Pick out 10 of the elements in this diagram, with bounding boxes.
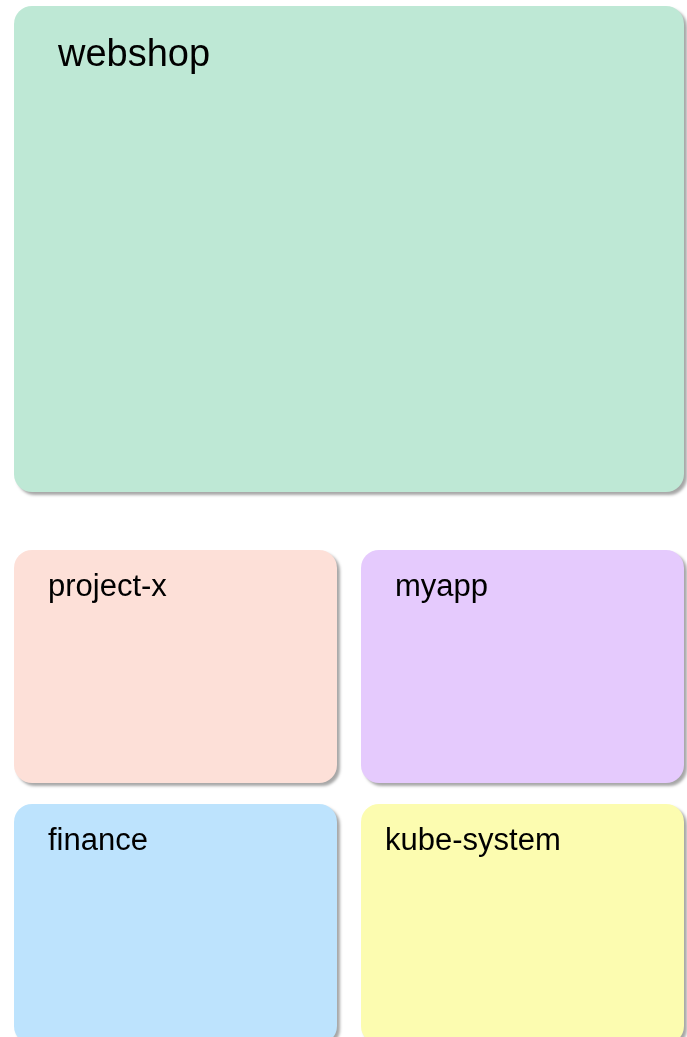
- namespace-box: [361, 804, 684, 1037]
- namespace-label: myapp: [395, 570, 489, 601]
- namespace-box: [14, 6, 684, 492]
- namespace-label: kube-system: [385, 824, 561, 855]
- namespace-label: project-x: [48, 570, 167, 601]
- namespace-box: [14, 550, 337, 783]
- namespace-box: [361, 550, 684, 783]
- namespace-label: webshop: [58, 34, 211, 72]
- namespace-label: finance: [48, 824, 148, 855]
- namespace-box: [14, 804, 337, 1037]
